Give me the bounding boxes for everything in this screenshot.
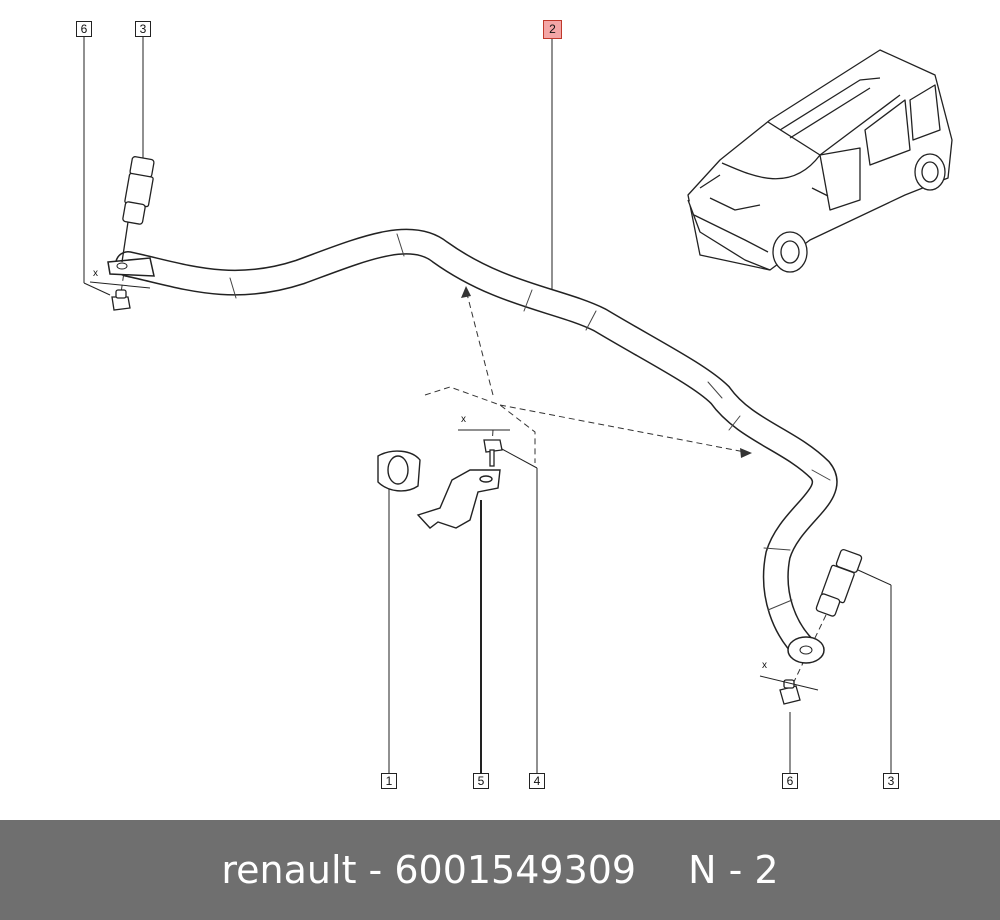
leader-lines	[83, 37, 892, 773]
clamp-bracket	[416, 469, 501, 529]
callout-4: 4	[529, 773, 545, 789]
left-nut	[111, 289, 131, 311]
dimension-mark-center: x	[461, 414, 466, 425]
clamp-bolt	[483, 439, 503, 467]
dimension-mark-left: x	[93, 268, 98, 279]
arrowhead-up	[461, 286, 471, 298]
left-bar-end-eye	[107, 257, 155, 277]
callout-3-left: 3	[135, 21, 151, 37]
arrowhead-right	[740, 448, 752, 458]
callout-6-right: 6	[782, 773, 798, 789]
stabilizer-bar	[115, 228, 838, 663]
left-link-rod	[121, 156, 155, 263]
vehicle-illustration	[687, 49, 953, 273]
right-bar-end-eye	[787, 636, 825, 664]
callout-5: 5	[473, 773, 489, 789]
footer-page-ref: N - 2	[688, 848, 779, 892]
dimension-arrows	[89, 281, 819, 691]
footer-bar: renault - 6001549309 N - 2	[0, 820, 1000, 920]
callout-1: 1	[381, 773, 397, 789]
parts-diagram	[83, 37, 953, 773]
right-nut	[779, 679, 801, 705]
footer-part-number: renault - 6001549309	[221, 848, 637, 892]
dimension-mark-right: x	[762, 660, 767, 671]
bushing	[377, 450, 421, 492]
callout-2-highlighted: 2	[543, 20, 562, 39]
right-link-rod	[815, 548, 863, 617]
callout-3-right: 3	[883, 773, 899, 789]
callout-6-left: 6	[76, 21, 92, 37]
